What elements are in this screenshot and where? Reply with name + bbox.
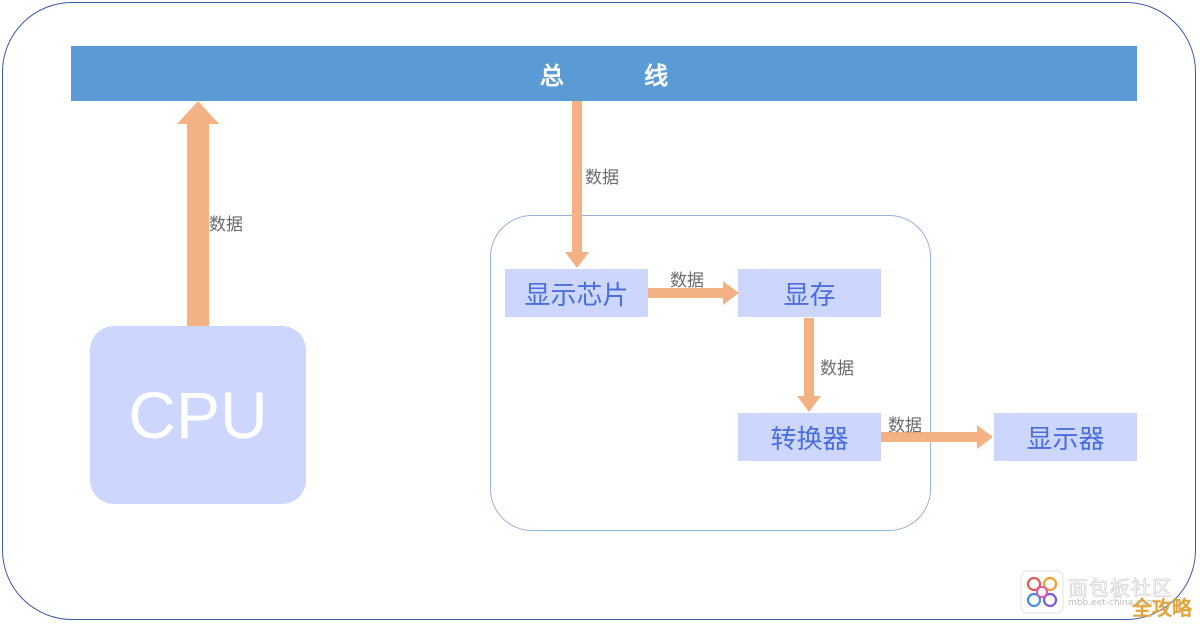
display-label: 显示器 [1026,424,1105,455]
arrow-converter-to-display [881,425,993,449]
watermark-subtitle: 全攻略 [1132,596,1192,620]
converter-block: 转换器 [738,413,881,461]
arrow-chip-to-vram [648,281,739,305]
label-cpu-to-bus: 数据 [209,215,243,235]
display-chip-block: 显示芯片 [505,269,648,317]
label-bus-to-chip: 数据 [585,168,619,188]
display-chip-label: 显示芯片 [524,280,629,311]
bus-bar: 总 线 [71,46,1137,101]
watermark: 面包板社区 mbb.eet-china.com 全攻略 [1020,570,1192,620]
arrow-bus-to-chip [565,101,589,268]
label-vram-to-converter: 数据 [820,359,854,379]
arrow-cpu-to-bus [177,101,219,326]
watermark-title: 面包板社区 [1068,576,1173,601]
arrow-vram-to-converter [797,318,821,412]
watermark-url: mbb.eet-china.com [1068,598,1156,608]
bus-label: 总 线 [539,62,705,90]
watermark-logo-icon [1020,570,1064,614]
display-block: 显示器 [994,413,1137,461]
label-chip-to-vram: 数据 [670,271,704,291]
graphics-card-group [490,215,931,531]
vram-block: 显存 [738,269,881,317]
label-converter-to-display: 数据 [888,416,922,436]
converter-label: 转换器 [770,424,849,455]
vram-label: 显存 [783,280,836,311]
cpu-block: CPU [90,326,306,504]
cpu-label: CPU [128,378,268,452]
